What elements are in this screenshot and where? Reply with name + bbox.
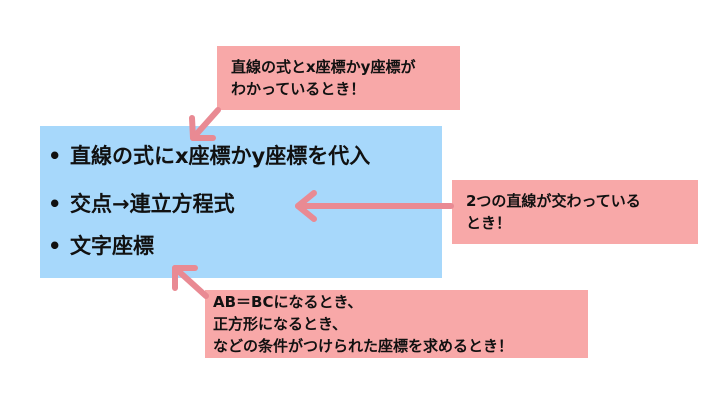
arrow-bottom-icon (172, 265, 209, 299)
callout-line: AB＝BCになるとき、 (213, 293, 363, 311)
callout-line: わかっているとき！ (231, 80, 366, 98)
bullet-point: • (48, 192, 62, 216)
arrow-right-icon (295, 190, 454, 222)
bullet-text: 直線の式にx座標かy座標を代入 (70, 144, 371, 168)
bullet-item-intersection: • 交点→連立方程式 (48, 190, 235, 218)
bullet-text: 交点→連立方程式 (70, 192, 235, 216)
callout-line: とき！ (466, 214, 512, 232)
callout-right: 2つの直線が交わっている とき！ (452, 180, 698, 244)
summary-box: • 直線の式にx座標かy座標を代入 • 交点→連立方程式 • 文字座標 (40, 126, 442, 278)
bullet-item-substitution: • 直線の式にx座標かy座標を代入 (48, 142, 370, 170)
callout-line: 正方形になるとき、 (213, 315, 347, 333)
callout-line: などの条件がつけられた座標を求めるとき！ (213, 337, 514, 355)
bullet-point: • (48, 144, 62, 168)
arrow-top-icon (189, 107, 221, 141)
callout-line: 2つの直線が交わっている (466, 192, 641, 210)
bullet-list: • 直線の式にx座標かy座標を代入 • 交点→連立方程式 • 文字座標 (40, 126, 442, 278)
callout-bottom: AB＝BCになるとき、 正方形になるとき、 などの条件がつけられた座標を求めると… (205, 290, 588, 358)
bullet-point: • (48, 234, 62, 258)
callout-top: 直線の式とx座標かy座標が わかっているとき！ (217, 46, 460, 110)
callout-line: 直線の式とx座標かy座標が (231, 58, 416, 76)
bullet-text: 文字座標 (70, 234, 154, 258)
bullet-item-letter-coordinates: • 文字座標 (48, 232, 154, 260)
